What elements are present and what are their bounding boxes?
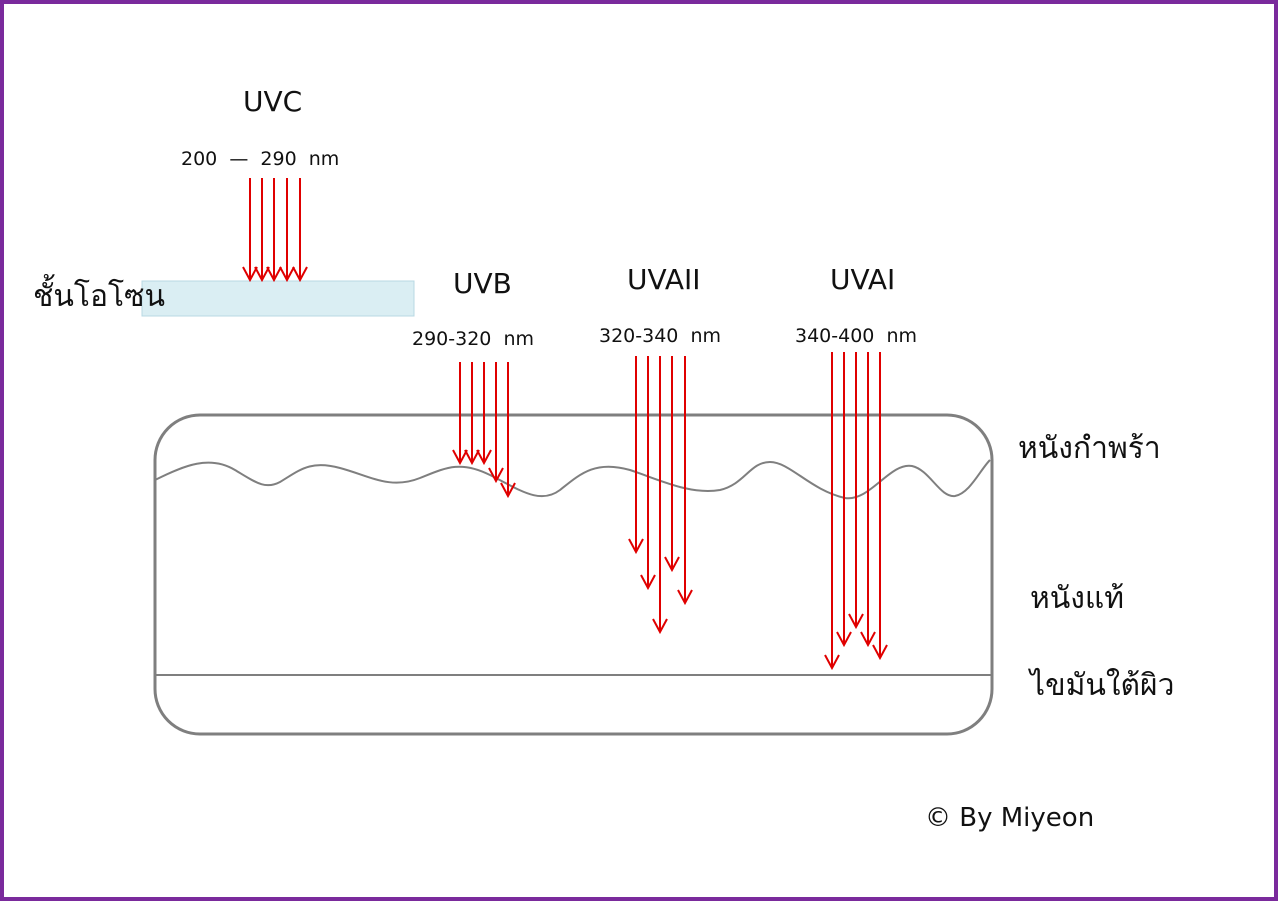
uva1-arrow-1 (824, 352, 840, 671)
skin-block (153, 413, 994, 736)
uva1-arrow-4 (860, 352, 876, 648)
dermis-label: หนังแท้ (1030, 581, 1124, 616)
uvc-arrow-4 (279, 178, 295, 283)
uvb-arrow-4 (488, 362, 504, 484)
uva1-arrow-5 (872, 352, 888, 661)
uv-arrows (242, 178, 888, 671)
uvc-arrow-3 (266, 178, 282, 283)
uva2-arrow-1 (628, 356, 644, 555)
uva1-range: 340-400 nm (795, 325, 917, 347)
uva2-title: UVAII (627, 263, 701, 296)
ozone-layer (141, 280, 415, 317)
uvb-arrow-5 (500, 362, 516, 499)
uva2-arrow-5 (677, 356, 693, 606)
uvb-arrow-2 (464, 362, 480, 466)
uvc-arrow-5 (292, 178, 308, 283)
uva2-range: 320-340 nm (599, 325, 721, 347)
uva2-arrow-2 (640, 356, 656, 591)
uva2-arrow-3 (652, 356, 668, 635)
uva1-arrow-3 (848, 352, 864, 630)
epidermis-boundary-wave (154, 459, 991, 500)
uvc-arrow-1 (242, 178, 258, 283)
uvb-range: 290-320 nm (412, 328, 534, 350)
epidermis-label: หนังกำพร้า (1018, 431, 1161, 466)
ozone-label: ชั้นโอโซน (33, 274, 165, 314)
uvb-arrow-3 (476, 362, 492, 466)
uvb-arrow-1 (452, 362, 468, 466)
uvc-title: UVC (243, 85, 302, 118)
uva1-title: UVAI (830, 263, 895, 296)
credit-text: © By Miyeon (925, 803, 1094, 833)
uva2-arrow-4 (664, 356, 680, 573)
uvc-range: 200 — 290 nm (181, 148, 339, 170)
uva1-arrow-2 (836, 352, 852, 648)
uvc-arrow-2 (254, 178, 270, 283)
subcutaneous-label: ไขมันใต้ผิว (1028, 667, 1174, 703)
uvb-title: UVB (453, 267, 512, 300)
